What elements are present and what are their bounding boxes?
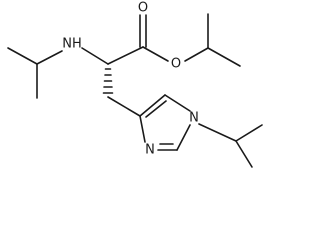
hashed-wedge-bond [102,68,114,94]
carbonyl-double-bond [139,14,147,48]
bond-alpha-to-carbonyl [107,46,144,65]
bond-ester-oxygen-to-isopropyl [184,47,209,62]
ester-isopropyl-group [207,13,241,67]
bond-carbonyl-to-ester-oxygen [142,46,169,62]
bond-ring-methyl-up [235,124,263,142]
bond-left-methyl-top [7,47,38,65]
bond-methylene-to-ring [107,96,141,117]
bond-ring-n-to-isopropyl [198,123,237,142]
carbonyl-oxygen-label: O [138,1,148,16]
ester-oxygen-label: O [171,57,181,72]
ring-isopropyl-group [198,123,263,168]
amine-nh-label: NH [62,37,82,52]
chemical-structure: NH O O N N [7,1,263,168]
bond-ester-methyl-right [207,47,241,67]
bond-ring-methyl-down [235,140,253,168]
bond-nh-to-alpha-carbon [81,47,109,65]
imidazole-ring [139,94,191,151]
bond-isopropyl-to-nh [36,50,63,65]
ring-n-substituted-label: N [189,111,199,126]
ring-n-label: N [145,143,155,158]
amine-isopropyl-group [7,47,63,99]
